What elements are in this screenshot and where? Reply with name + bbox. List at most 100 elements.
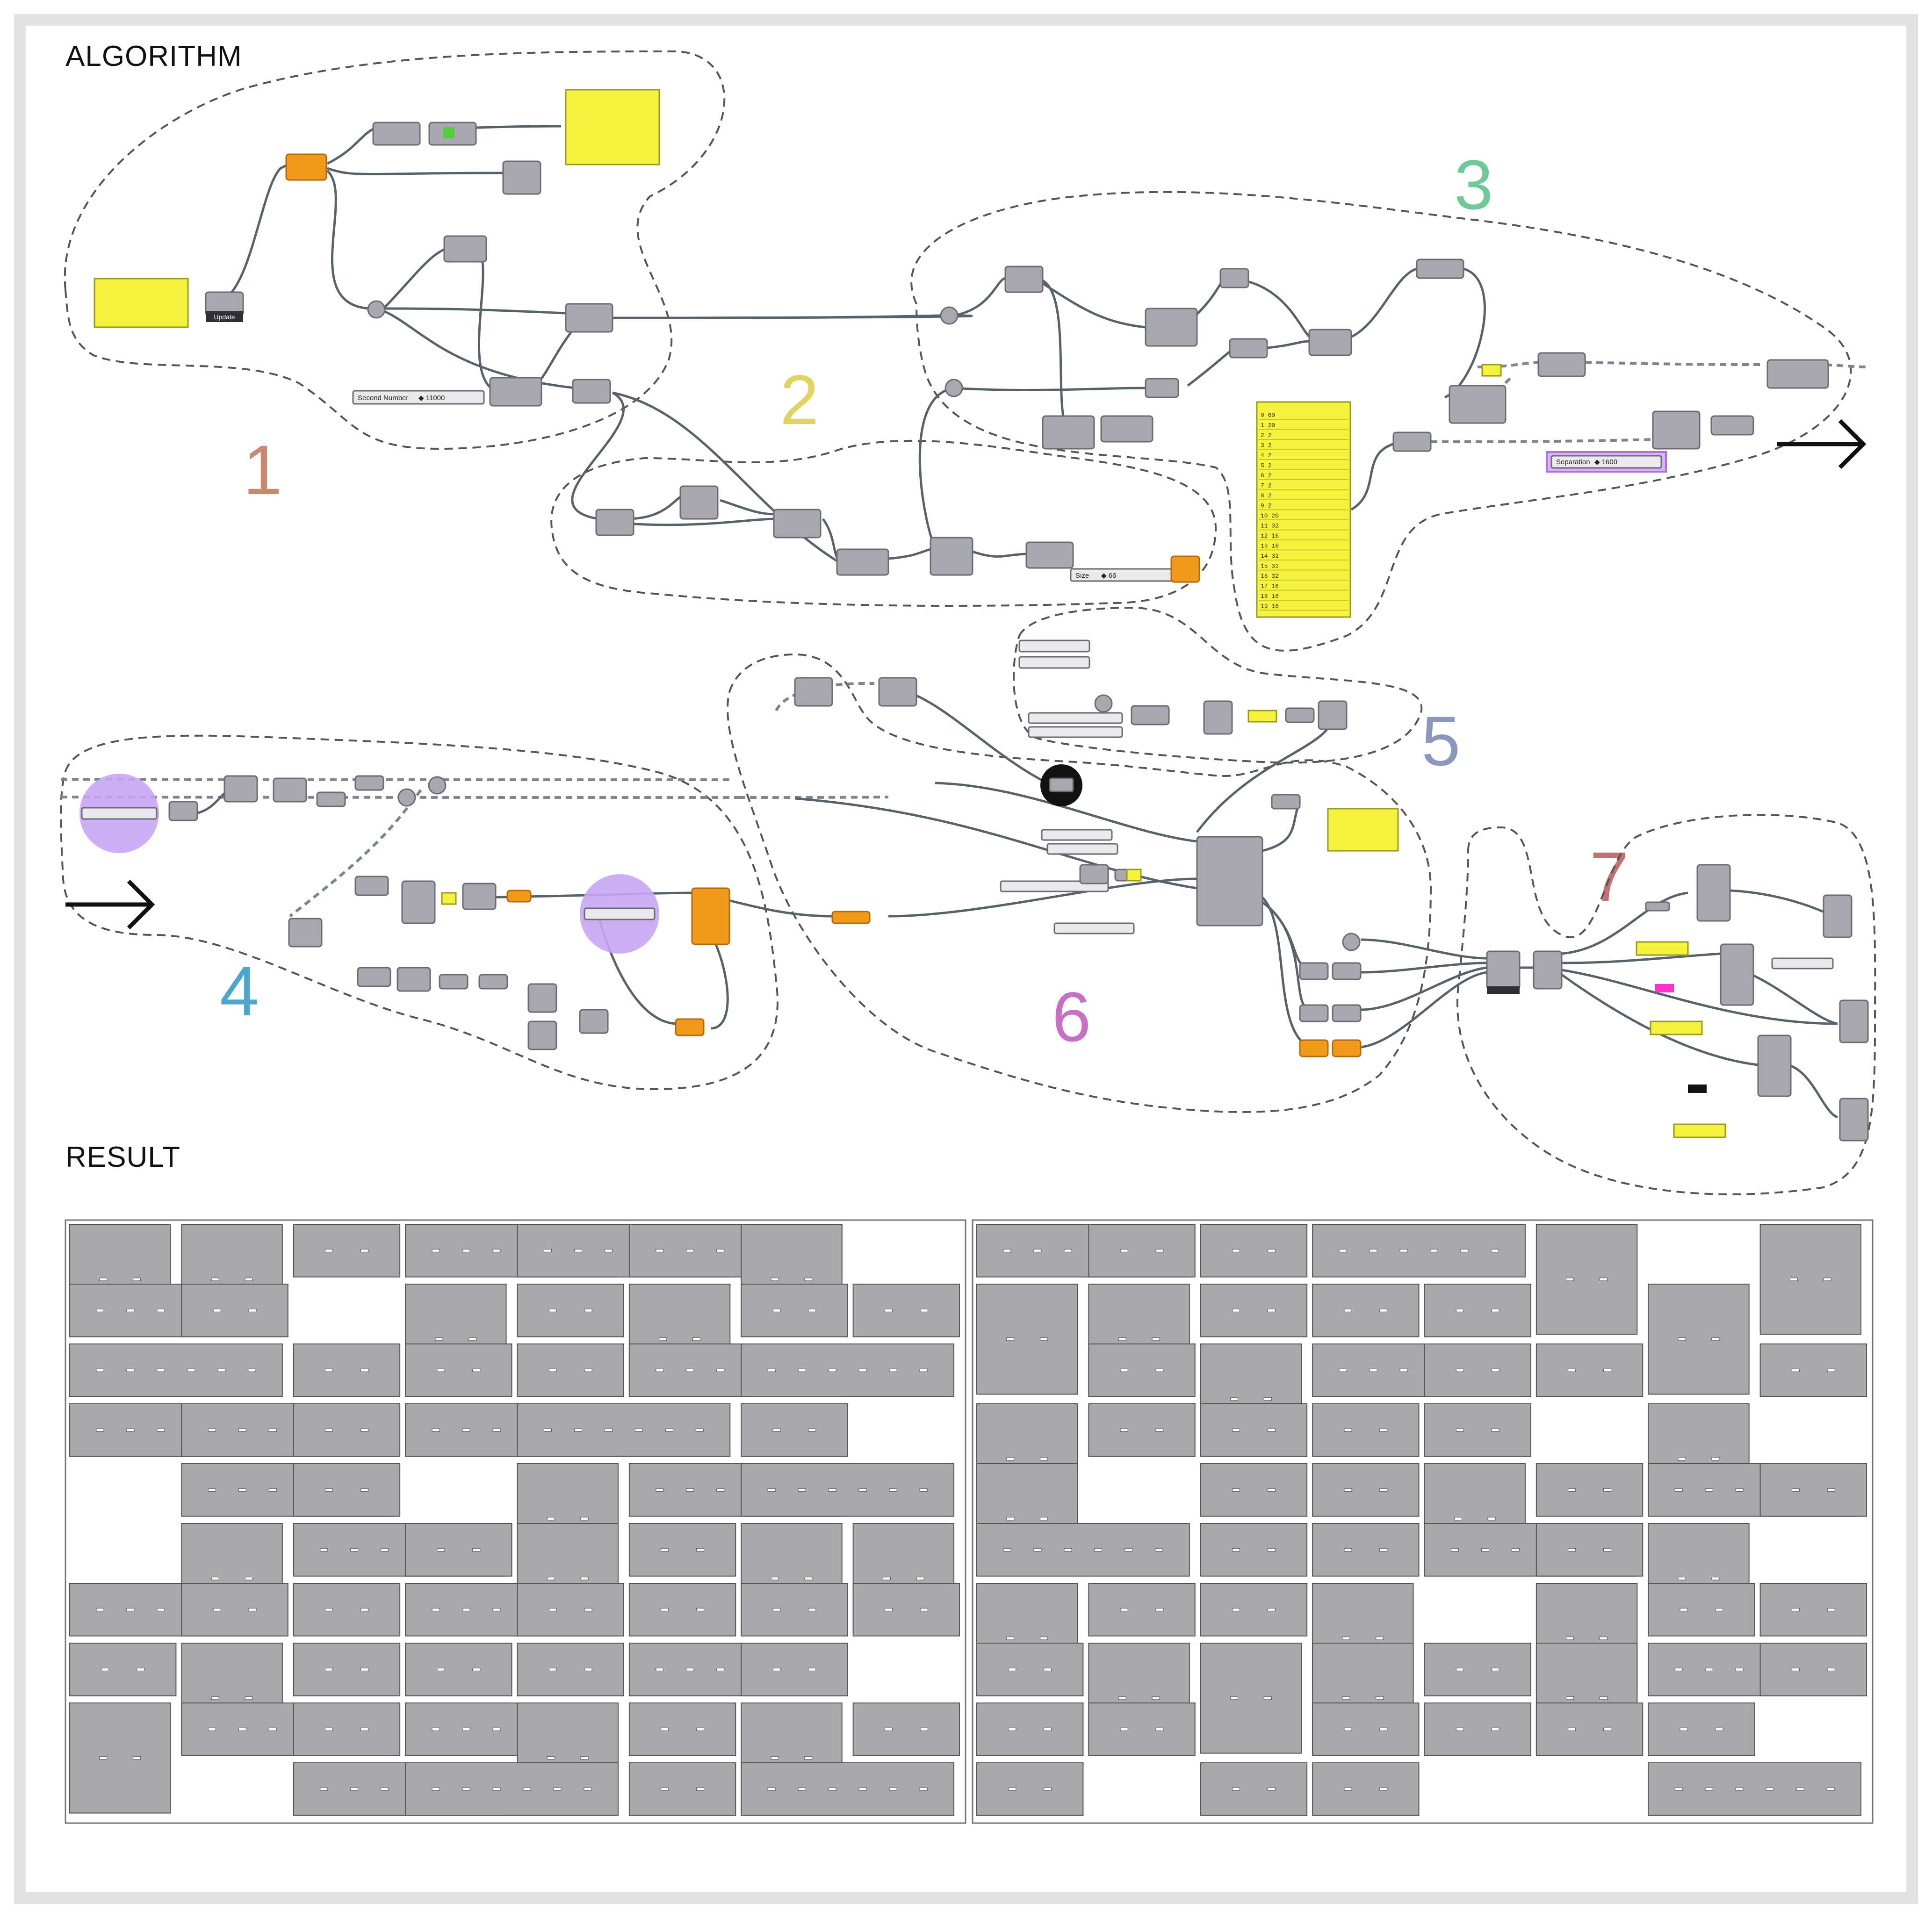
tree-component[interactable] [679,485,719,520]
relay-node-5[interactable] [397,788,416,807]
orient-component-2[interactable] [579,1009,609,1034]
panel-7b[interactable] [1650,1020,1703,1035]
mass-component-2[interactable] [836,548,889,576]
area-component-2[interactable] [595,509,634,536]
rectangle-component[interactable] [1652,410,1701,450]
separation-slider[interactable] [1550,455,1662,469]
expression-component[interactable] [285,153,327,181]
param-component[interactable] [1042,415,1095,450]
move-component[interactable] [1710,415,1754,436]
orange-component-3[interactable] [831,911,871,924]
relay-node[interactable] [367,300,386,319]
activate-component-3[interactable] [1839,1098,1869,1142]
plus-component-4[interactable] [439,974,469,990]
split-component[interactable] [357,967,391,987]
panel-7c[interactable] [1673,1123,1726,1138]
index-slider[interactable] [81,807,158,820]
explode-component-2[interactable] [1332,962,1362,980]
layer-component[interactable] [1533,950,1563,990]
activate-component-2[interactable] [1839,999,1869,1043]
cull-component-2[interactable] [396,967,431,992]
switch-black[interactable] [1688,1085,1707,1093]
orient-component-3[interactable] [1299,962,1329,980]
output-panel-top[interactable] [565,89,660,165]
loop-component[interactable] [1416,259,1464,279]
explode-component[interactable] [1392,431,1432,452]
x-component-2[interactable] [316,791,346,807]
orient-component-5[interactable] [1299,1039,1329,1057]
cull-component-3[interactable] [1271,794,1301,810]
area-component[interactable] [443,235,487,263]
text-size-slider[interactable] [584,907,656,920]
bake-component[interactable] [1486,950,1521,990]
switch-magenta[interactable] [1655,984,1674,992]
relay-node-2[interactable] [940,306,959,325]
small-panel-2[interactable] [441,892,457,905]
list-item-component[interactable] [1537,352,1586,377]
expression-component-2[interactable] [1170,555,1200,583]
output-panel-6[interactable] [1327,808,1399,852]
input-panel-file[interactable] [94,278,189,328]
area-component-3[interactable] [1025,541,1074,569]
mass-component-3[interactable] [1100,415,1153,443]
second-number-slider[interactable] [352,390,485,405]
orient-component-4[interactable] [1299,1004,1329,1022]
tree-item-component[interactable] [1449,385,1507,424]
slider-5a[interactable] [1018,639,1090,653]
plus-component-6[interactable] [527,1020,557,1050]
iterations-slider[interactable] [1053,922,1135,934]
cull-pattern-component[interactable] [572,379,611,404]
region-component[interactable] [223,775,258,803]
explode-component-4[interactable] [1332,1039,1362,1057]
polyline-component[interactable] [401,880,436,924]
orange-component-small[interactable] [506,890,532,903]
dispatch-component-2[interactable] [1308,329,1352,356]
rect-component[interactable] [1079,864,1109,884]
brush-component[interactable] [354,876,389,896]
nest-component[interactable] [1196,836,1263,927]
cull-component[interactable] [372,122,421,146]
small-panel-3[interactable] [1247,710,1277,723]
update-button[interactable] [206,311,243,322]
slider-5c[interactable] [1028,712,1123,724]
text-tag-component[interactable] [691,887,730,945]
merge-component[interactable] [1219,268,1249,288]
bake-component-2[interactable] [1696,864,1731,922]
merge-component-2[interactable] [1229,338,1268,359]
sort-component[interactable] [773,509,822,539]
number-component[interactable] [1318,700,1348,730]
spacing-slider[interactable] [1041,829,1113,841]
dispatch-component[interactable] [565,303,613,333]
orient-component[interactable] [1766,359,1829,389]
relay-node-3[interactable] [944,379,963,397]
area-component-4[interactable] [1004,266,1044,293]
bake-component-4[interactable] [1757,1034,1792,1097]
activate-component[interactable] [1823,894,1853,938]
jitter-component[interactable] [794,677,833,707]
small-panel[interactable] [1481,364,1502,377]
relay-component[interactable] [1145,378,1179,398]
explode-component-3[interactable] [1332,1004,1362,1022]
sort-component-2[interactable] [878,677,917,707]
plus-component-2[interactable] [930,537,973,576]
panel-7a[interactable] [1636,941,1689,956]
bounds-component[interactable] [273,777,307,803]
plus-component-3[interactable] [1145,308,1198,347]
plus-component[interactable] [502,160,541,195]
plus-component-5[interactable] [527,983,557,1013]
slider-7a[interactable] [1771,957,1834,970]
x-component[interactable] [354,775,384,791]
domain-component[interactable] [1203,700,1233,735]
cut-component[interactable] [288,918,323,948]
slider-5b[interactable] [1018,656,1090,669]
slider-5d[interactable] [1028,726,1123,738]
small-panel-4[interactable] [1126,869,1142,882]
orange-component-2[interactable] [675,1018,705,1036]
relay-node-7[interactable] [1342,933,1361,951]
offset-component[interactable] [462,883,497,910]
bake-component-3[interactable] [1720,943,1754,1006]
rotations-slider[interactable] [1046,843,1118,855]
relay-node-4[interactable] [428,776,447,795]
construct-component[interactable] [1131,705,1170,726]
